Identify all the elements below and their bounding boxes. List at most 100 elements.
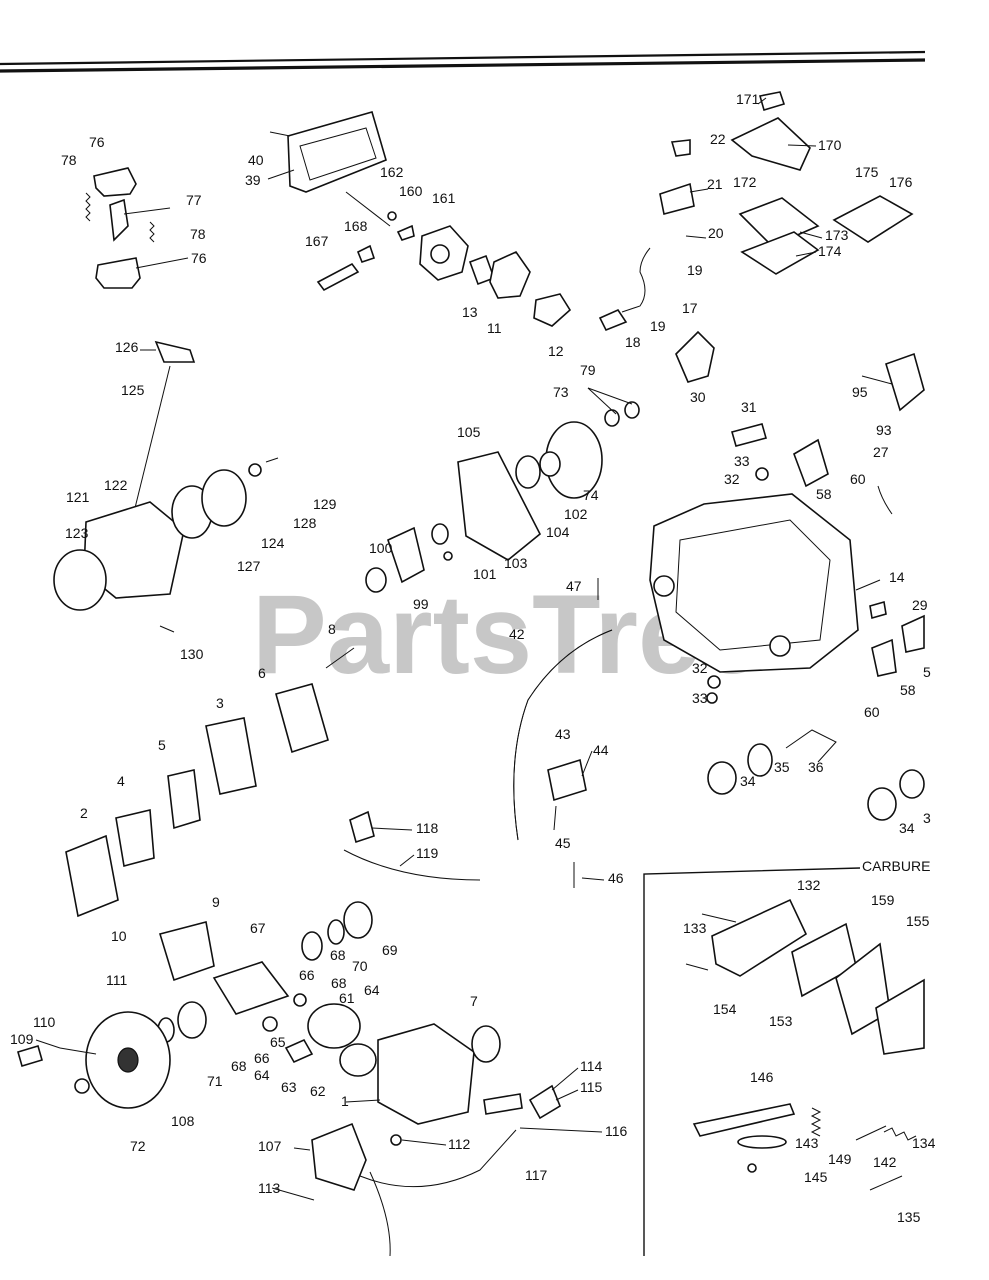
front-handle: [513, 629, 613, 841]
part-label-p65: 65: [270, 1034, 286, 1050]
part-label-p117: 117: [525, 1167, 548, 1183]
part-label-p129: 129: [313, 496, 337, 512]
part-label-p32b: 32: [692, 660, 708, 676]
part-label-p112: 112: [448, 1136, 471, 1152]
part-label-p11: 11: [487, 320, 502, 336]
part-label-p111: 111: [106, 972, 127, 988]
part-label-p74: 74: [583, 487, 599, 503]
part-label-p101: 101: [473, 566, 497, 582]
part-label-p168: 168: [344, 218, 368, 234]
part-label-p60a: 60: [850, 471, 866, 487]
part-label-p161: 161: [432, 190, 456, 206]
part-label-p171: 171: [736, 91, 760, 107]
part-label-p20: 20: [708, 225, 724, 241]
part-label-p167: 167: [305, 233, 329, 249]
part-label-p127: 127: [237, 558, 261, 574]
part-label-p19a: 19: [687, 262, 703, 278]
cylinder-group: [284, 1003, 561, 1125]
part-label-p78a: 78: [61, 152, 77, 168]
part-label-p99: 99: [413, 596, 429, 612]
part-label-p1: 1: [341, 1093, 349, 1109]
part-label-p33b: 33: [692, 690, 708, 706]
part-label-p79: 79: [580, 362, 596, 378]
part-label-p78b: 78: [190, 226, 206, 242]
part-label-p42: 42: [509, 626, 525, 642]
part-label-p143: 143: [795, 1135, 819, 1151]
part-label-p124: 124: [261, 535, 285, 551]
part-label-p69: 69: [382, 942, 398, 958]
part-label-p47: 47: [566, 578, 582, 594]
part-label-p30: 30: [690, 389, 706, 405]
part-label-p2: 2: [80, 805, 88, 821]
part-label-p34a: 34: [740, 773, 756, 789]
part-label-p61: 61: [339, 990, 355, 1006]
part-label-p58a: 58: [816, 486, 832, 502]
part-label-p5b: 5: [158, 737, 166, 753]
part-label-p4: 4: [117, 773, 125, 789]
part-label-p110: 110: [33, 1014, 56, 1030]
part-label-p17: 17: [682, 300, 698, 316]
part-label-p68c: 68: [231, 1058, 247, 1074]
part-label-p64a: 64: [364, 982, 380, 998]
part-label-p31: 31: [741, 399, 757, 415]
part-label-p46: 46: [608, 870, 624, 886]
part-label-p133: 133: [683, 920, 707, 936]
part-label-p134: 134: [912, 1135, 936, 1151]
part-label-p21: 21: [707, 176, 723, 192]
part-label-p66a: 66: [299, 967, 315, 983]
part-label-p109: 109: [10, 1031, 34, 1047]
part-label-p68b: 68: [331, 975, 347, 991]
part-label-p6: 6: [258, 665, 266, 681]
part-label-p100: 100: [369, 540, 393, 556]
part-label-p175: 175: [855, 164, 879, 180]
part-label-p34b: 34: [899, 820, 915, 836]
part-label-p123: 123: [65, 525, 89, 541]
clutch-group: [515, 401, 640, 499]
flywheel: [17, 1011, 171, 1109]
part-label-p95: 95: [852, 384, 868, 400]
part-label-p32a: 32: [724, 471, 740, 487]
part-label-p7: 7: [470, 993, 478, 1009]
part-label-p18: 18: [625, 334, 641, 350]
header-rule: [0, 50, 926, 73]
part-label-p102: 102: [564, 506, 588, 522]
part-label-p19b: 19: [650, 318, 666, 334]
part-label-p119: 119: [416, 845, 439, 861]
part-label-p5a: 5: [923, 664, 931, 680]
part-label-p170: 170: [818, 137, 842, 153]
part-label-p13: 13: [462, 304, 478, 320]
part-label-p142: 142: [873, 1154, 897, 1170]
starter-pawl-assembly: [85, 167, 155, 289]
part-label-p126: 126: [115, 339, 139, 355]
part-label-p107: 107: [258, 1138, 282, 1154]
crankcase-hardware: [553, 352, 925, 888]
part-label-p27: 27: [873, 444, 889, 460]
part-label-p160: 160: [399, 183, 423, 199]
part-label-p9: 9: [212, 894, 220, 910]
part-label-p77: 77: [186, 192, 202, 208]
fuel-system: [598, 91, 914, 383]
part-label-p8: 8: [328, 621, 336, 637]
part-label-p62: 62: [310, 1083, 326, 1099]
part-label-p33a: 33: [734, 453, 750, 469]
part-label-p43: 43: [555, 726, 571, 742]
part-label-p155: 155: [906, 913, 930, 929]
part-label-p116: 116: [605, 1123, 628, 1139]
part-label-p149: 149: [828, 1151, 852, 1167]
part-label-p115: 115: [580, 1079, 603, 1095]
carburetor-group: [316, 191, 572, 327]
part-label-p132: 132: [797, 877, 821, 893]
part-label-p35: 35: [774, 759, 790, 775]
part-label-p145: 145: [804, 1169, 828, 1185]
part-label-p3b: 3: [923, 810, 931, 826]
part-label-p67: 67: [250, 920, 266, 936]
part-label-p29: 29: [912, 597, 928, 613]
part-label-p172: 172: [733, 174, 757, 190]
ignition-coil: [271, 1122, 517, 1257]
part-label-p162: 162: [380, 164, 404, 180]
part-label-p60b: 60: [864, 704, 880, 720]
crankcase: [649, 493, 859, 673]
part-label-p121: 121: [66, 489, 90, 505]
